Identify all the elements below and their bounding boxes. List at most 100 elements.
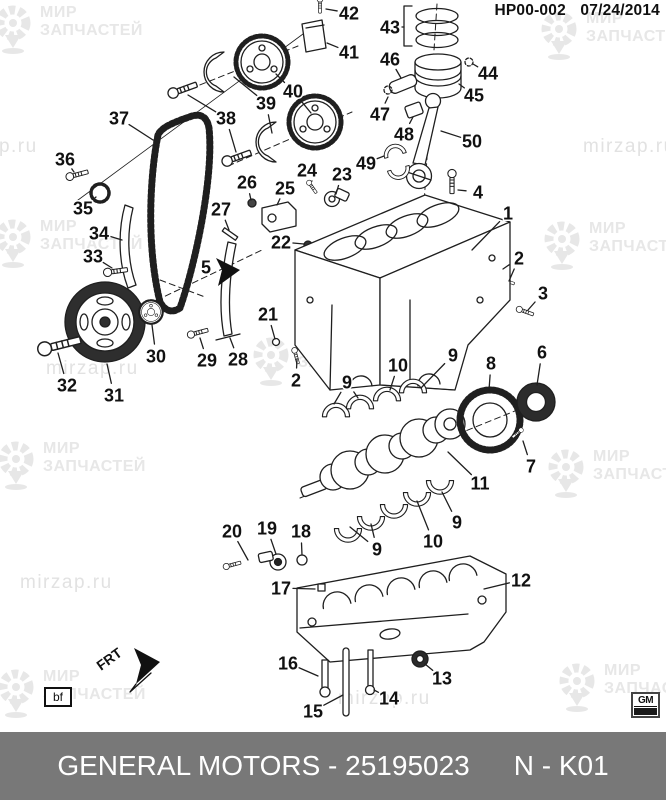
rings-bracket (403, 5, 413, 47)
guide-foot (215, 333, 241, 341)
camshaft-sprocket-intake (236, 36, 288, 88)
leader-line (248, 193, 252, 201)
leader-line (270, 324, 276, 340)
callout-48: 48 (394, 125, 414, 145)
gear-pin-icon (541, 11, 577, 60)
alignment-stud-15 (342, 647, 350, 717)
connecting-rod (405, 92, 442, 190)
guide-bolt-36 (64, 167, 90, 182)
callout-10: 10 (388, 356, 408, 376)
callout-43: 43 (380, 18, 400, 38)
callout-14: 14 (379, 689, 399, 709)
leader-line (408, 116, 414, 125)
timing-chain (147, 111, 214, 315)
gear-pin-icon (0, 219, 31, 268)
leader-line (370, 523, 375, 538)
leader-line (128, 123, 154, 141)
gm-logo-bar (634, 708, 657, 715)
camshaft-sprocket-exhaust (289, 96, 341, 148)
gear-pin-icon (548, 449, 584, 498)
leader-line (57, 352, 65, 375)
tensioner-detail (305, 24, 325, 29)
leader-line (335, 184, 340, 195)
gm-logo: GM (631, 692, 660, 718)
sensor-o-ring (296, 554, 308, 566)
callout-30: 30 (146, 347, 166, 367)
leader-line (106, 363, 113, 384)
callout-6: 6 (537, 343, 547, 363)
chain-guide-pivot (220, 241, 237, 337)
callout-33: 33 (83, 247, 103, 267)
callout-45: 45 (464, 86, 484, 106)
callout-2: 2 (514, 249, 524, 269)
gear-pin-icon (0, 5, 31, 54)
callout-46: 46 (380, 50, 400, 70)
pin-clip-left (383, 85, 393, 95)
callout-9: 9 (452, 513, 462, 533)
bedplate-bolt-16 (319, 659, 331, 698)
callout-12: 12 (511, 571, 531, 591)
leader-line (299, 99, 312, 114)
rear-main-seal (516, 382, 556, 422)
callout-9: 9 (372, 540, 382, 560)
crank-position-sensor (257, 550, 287, 571)
callout-layer: 1223456789999101011121314151617181920212… (53, 2, 549, 723)
leader-line (233, 76, 258, 97)
title-bar-text: GENERAL MOTORS - 25195023 (57, 750, 470, 781)
leader-line (395, 68, 402, 79)
leader-line (508, 268, 515, 282)
block-plug (271, 337, 281, 347)
gear-pin-icon (253, 337, 289, 386)
revision-code: bf (53, 690, 64, 704)
pin-clip-right (464, 57, 474, 67)
leader-line (457, 189, 467, 192)
callout-32: 32 (57, 376, 77, 396)
frt-label: FRT (93, 644, 125, 673)
leader-line (102, 261, 113, 269)
drawing-date: 07/24/2014 (580, 2, 660, 19)
leader-line (292, 242, 305, 245)
frt-arrow-icon (134, 648, 160, 684)
callout-5: 5 (201, 258, 211, 278)
callout-19: 19 (257, 519, 277, 539)
leader-line (447, 451, 473, 476)
leader-line (71, 168, 75, 173)
callout-29: 29 (197, 351, 217, 371)
callout-17: 17 (271, 579, 291, 599)
reluctor-ring (456, 386, 524, 454)
crankshaft (300, 408, 466, 498)
leader-line (441, 491, 453, 512)
gear-pin-icon (0, 669, 34, 718)
callout-40: 40 (283, 82, 303, 102)
callout-28: 28 (228, 350, 248, 370)
callout-47: 47 (370, 105, 390, 125)
leader-line (472, 63, 479, 68)
leader-line (416, 500, 430, 531)
crank-pulley-bolt (37, 336, 82, 357)
leader-line (424, 663, 434, 672)
callout-35: 35 (73, 199, 93, 219)
gear-pin-icon (0, 441, 34, 490)
callout-3: 3 (538, 284, 548, 304)
lift-bracket (261, 201, 297, 233)
leader-line (502, 264, 510, 270)
leader-line (349, 526, 369, 543)
bracket-nut (247, 198, 257, 208)
engine-block (294, 194, 511, 391)
callout-21: 21 (258, 305, 278, 325)
guide-bolt-29 (186, 326, 210, 340)
leader-line (322, 694, 344, 707)
callout-9: 9 (448, 346, 458, 366)
leader-line (420, 362, 446, 389)
rod-bolt (447, 168, 457, 195)
callout-24: 24 (297, 161, 317, 181)
callout-11: 11 (470, 474, 489, 494)
leader-line (228, 128, 237, 153)
